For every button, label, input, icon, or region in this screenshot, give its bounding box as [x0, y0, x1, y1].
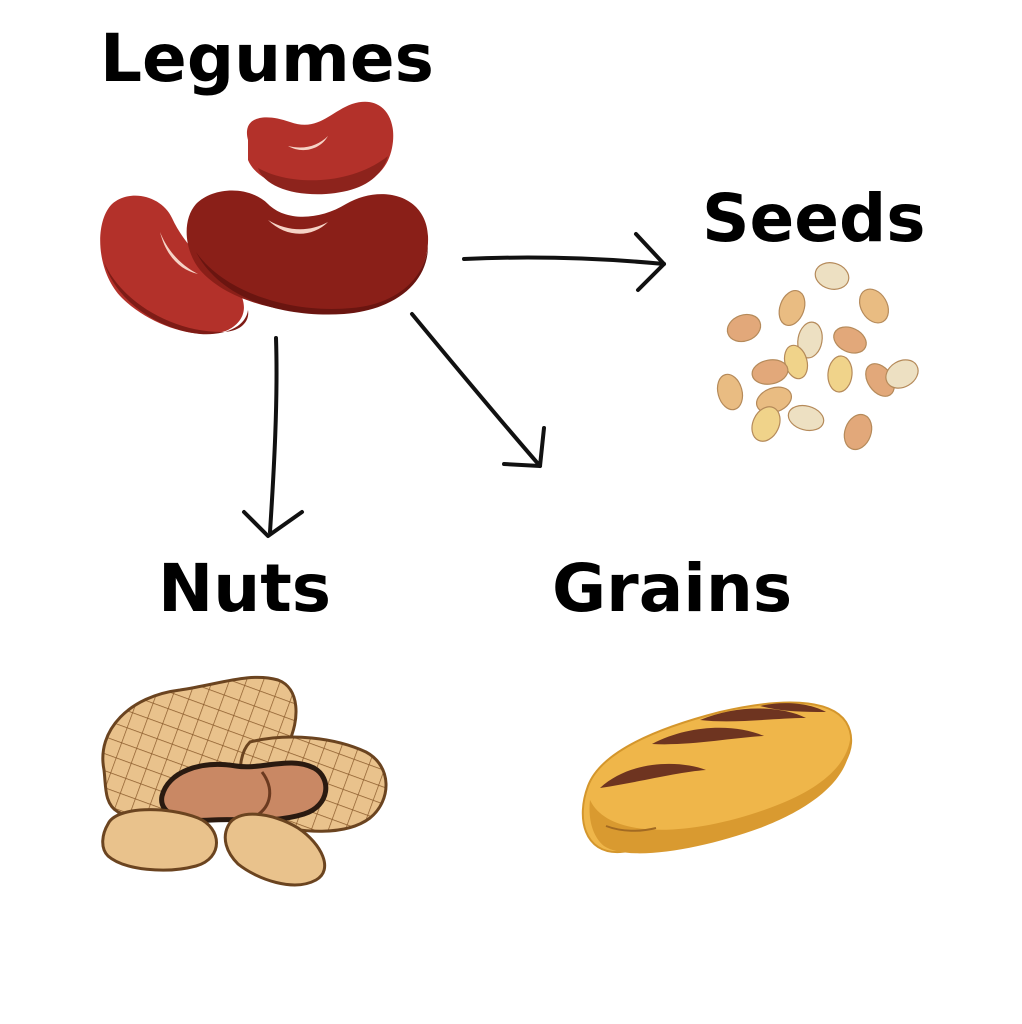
bread-loaf-icon	[581, 701, 853, 854]
label-nuts: Nuts	[158, 550, 332, 627]
arrow-legumes-to-nuts	[242, 336, 304, 538]
label-grains: Grains	[552, 550, 793, 627]
seed-pile-icon	[716, 262, 919, 451]
label-seeds: Seeds	[702, 180, 926, 257]
arrow-legumes-to-grains	[410, 312, 546, 468]
arrow-legumes-to-seeds	[462, 232, 666, 292]
label-legumes: Legumes	[100, 20, 434, 97]
peanuts-icon	[101, 675, 388, 887]
kidney-beans-icon	[100, 101, 429, 335]
